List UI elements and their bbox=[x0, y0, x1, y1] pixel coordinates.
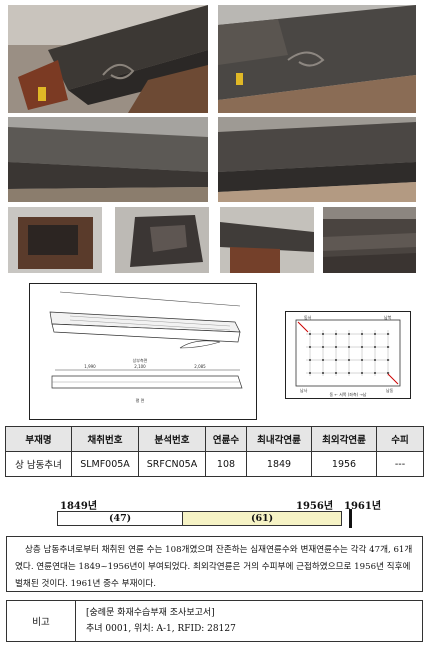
cell-innermost-ring: 1849 bbox=[246, 451, 312, 477]
grid-point bbox=[335, 333, 337, 335]
photo-rafter-end-1 bbox=[8, 207, 102, 273]
remarks-label: 비고 bbox=[7, 601, 76, 641]
grid-point bbox=[322, 359, 324, 361]
table-header-row: 부재명 채취번호 분석번호 연륜수 최내각연륜 최외각연륜 수피 bbox=[5, 426, 424, 452]
corner-label-se: 남동 bbox=[386, 387, 394, 393]
dendro-info-table: 부재명 채취번호 분석번호 연륜수 최내각연륜 최외각연륜 수피 상 남동추녀 … bbox=[5, 426, 424, 477]
grid-point bbox=[348, 333, 350, 335]
timeline-sapwood-segment: (61) bbox=[182, 511, 342, 526]
table-row: 상 남동추녀 SLMF005A SRFCN05A 108 1849 1956 -… bbox=[5, 451, 424, 477]
cell-analysis-no: SRFCN05A bbox=[138, 451, 206, 477]
remarks-box: 비고 [숭례문 화재수습부재 조사보고서] 추녀 0001, 위치: A-1, … bbox=[6, 600, 423, 642]
grid-point bbox=[361, 333, 363, 335]
grid-point bbox=[387, 346, 389, 348]
grid-point bbox=[387, 372, 389, 374]
corner-label-sw: 남사 bbox=[300, 387, 308, 393]
grid-point bbox=[322, 333, 324, 335]
photo-rafter-carved-end bbox=[8, 5, 208, 113]
header-sample-no: 채취번호 bbox=[71, 426, 139, 452]
header-analysis-no: 분석번호 bbox=[138, 426, 206, 452]
grid-point bbox=[322, 372, 324, 374]
grid-point bbox=[361, 359, 363, 361]
photo-rafter-end-3 bbox=[220, 207, 314, 273]
compass-caption: 동 ← 서쪽 (좌측) →남 bbox=[330, 391, 367, 397]
grid-point bbox=[309, 359, 311, 361]
grid-point bbox=[387, 333, 389, 335]
corner-label-ne: 남북 bbox=[384, 314, 392, 320]
grid-point bbox=[335, 346, 337, 348]
dimension-1: 1,990 bbox=[84, 364, 96, 369]
plan-caption: 상부측면 bbox=[133, 357, 148, 363]
sampling-grid-diagram: 동서 남북 남사 남동 동 ← 서쪽 (좌측) →남 bbox=[285, 311, 411, 399]
grid-point bbox=[309, 372, 311, 374]
measured-drawing: 상부측면 1,990 2,100 2,085 평 면 bbox=[29, 283, 257, 420]
grid-point bbox=[309, 346, 311, 348]
grid-point bbox=[374, 359, 376, 361]
grid-point bbox=[335, 372, 337, 374]
header-innermost-ring: 최내각연륜 bbox=[246, 426, 312, 452]
header-bark: 수피 bbox=[376, 426, 424, 452]
dimension-3: 2,085 bbox=[194, 364, 206, 369]
photo-rafter-surface bbox=[323, 207, 416, 273]
remarks-line-1: [숭례문 화재수습부재 조사보고서] bbox=[86, 608, 215, 618]
photo-rafter-end-2 bbox=[115, 207, 209, 273]
cell-ring-count: 108 bbox=[205, 451, 247, 477]
photo-rafter-top-view bbox=[218, 5, 416, 113]
grid-point bbox=[361, 372, 363, 374]
grid-point bbox=[374, 372, 376, 374]
header-ring-count: 연륜수 bbox=[205, 426, 247, 452]
corner-label-nw: 동서 bbox=[304, 314, 312, 320]
grid-point bbox=[348, 359, 350, 361]
grid-point bbox=[309, 333, 311, 335]
grid-point bbox=[335, 359, 337, 361]
timeline-felling-marker bbox=[349, 509, 352, 528]
dimension-2: 2,100 bbox=[134, 364, 146, 369]
cell-member-name: 상 남동추녀 bbox=[5, 451, 72, 477]
timeline-end-label: 1956년 bbox=[296, 501, 334, 512]
timeline-start-label: 1849년 bbox=[60, 501, 98, 512]
section-caption: 평 면 bbox=[136, 397, 145, 403]
timeline-heartwood-segment: (47) bbox=[57, 511, 184, 526]
grid-point bbox=[361, 346, 363, 348]
grid-point bbox=[348, 346, 350, 348]
grid-point bbox=[387, 359, 389, 361]
remarks-body: [숭례문 화재수습부재 조사보고서] 추녀 0001, 위치: A-1, RFI… bbox=[76, 601, 422, 641]
analysis-paragraph: 상층 남동추녀로부터 채취된 연륜 수는 108개였으며 잔존하는 심재연륜수와… bbox=[6, 536, 423, 592]
photo-rafter-side-right bbox=[218, 117, 416, 202]
remarks-line-2: 추녀 0001, 위치: A-1, RFID: 28127 bbox=[86, 624, 236, 634]
header-member-name: 부재명 bbox=[5, 426, 72, 452]
timeline-fell-label: 1961년 bbox=[344, 501, 382, 512]
grid-point bbox=[348, 372, 350, 374]
cell-outermost-ring: 1956 bbox=[311, 451, 377, 477]
grid-point bbox=[322, 346, 324, 348]
cell-bark: --- bbox=[376, 451, 424, 477]
photo-rafter-side-left bbox=[8, 117, 208, 202]
grid-point bbox=[374, 346, 376, 348]
grid-point bbox=[374, 333, 376, 335]
header-outermost-ring: 최외각연륜 bbox=[311, 426, 377, 452]
cell-sample-no: SLMF005A bbox=[71, 451, 139, 477]
